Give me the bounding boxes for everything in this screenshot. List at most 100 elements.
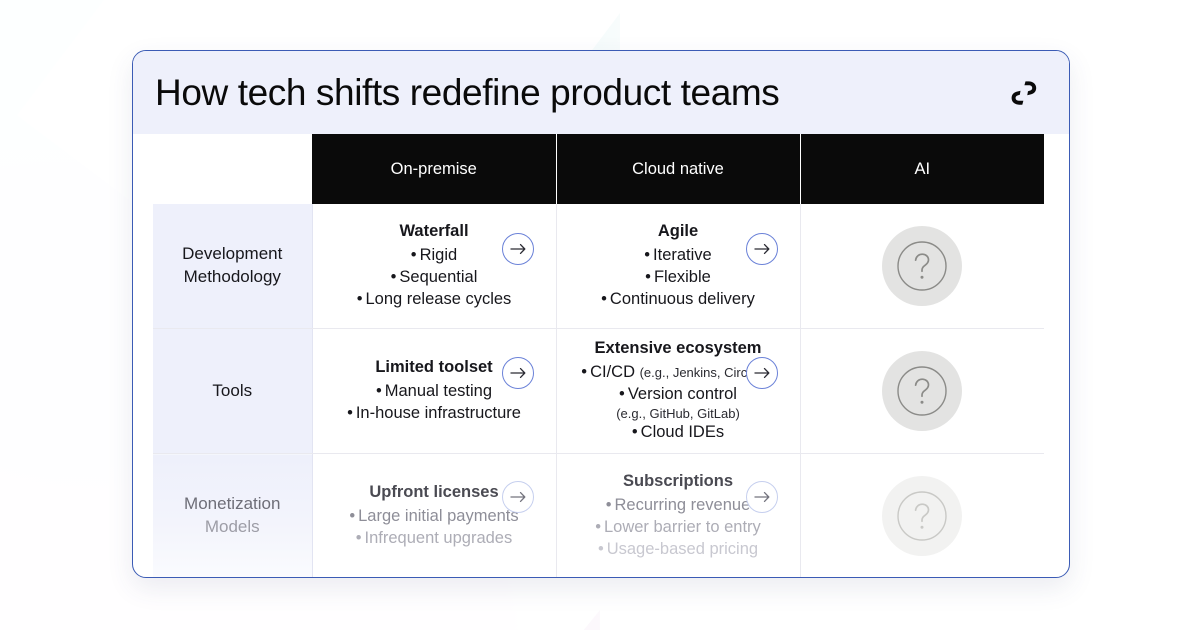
cell-cloud-native-tools: Extensive ecosystem •CI/CD (e.g., Jenkin… [556,328,801,454]
list-item-label: Continuous delivery [609,289,755,308]
cell-title: Waterfall [399,222,469,241]
list-item-label: Iterative [653,246,712,265]
list-item: •Sequential [327,267,542,289]
card-header: How tech shifts redefine product teams [133,51,1069,134]
cell-title: Upfront licenses [369,483,499,502]
row-label-line-2: Methodology [183,267,281,286]
list-item-note: (e.g., GitHub, GitLab) [616,406,740,422]
column-header-cloud-native: Cloud native [556,134,801,204]
arrow-right-icon-cloud-to-ai-row1[interactable] [746,233,778,265]
list-item: •Recurring revenue [571,495,786,517]
row-label-line-2: Models [204,517,260,536]
list-item: •Version control (e.g., GitHub, GitLab) [571,384,786,422]
cell-bullet-list: •Rigid •Sequential •Long release cycles [327,245,542,311]
row-label-tools: Tools [153,328,313,454]
row-label-line-1: Tools [212,380,253,400]
list-item-note: (e.g., Jenkins, CircleCI) [639,365,775,381]
table-head: On-premise Cloud native AI [153,134,1044,204]
list-item-label: Large initial payments [358,507,519,526]
cell-title: Extensive ecosystem [594,339,762,358]
cell-title: Limited toolset [375,358,493,377]
list-item-label: Usage-based pricing [606,539,759,558]
list-item-label: Cloud IDEs [640,422,725,441]
question-mark-circle-icon [882,226,963,306]
cell-ai-monetization-models [800,453,1044,577]
cell-on-premise-development-methodology: Waterfall •Rigid •Sequential •Long relea… [312,204,557,329]
bullet-dot-icon: • [390,268,397,286]
table-body: Development Methodology Waterfall •Rigid… [153,204,1044,577]
list-item-label: Long release cycles [365,289,512,308]
bullet-dot-icon: • [645,268,651,286]
list-item: •In-house infrastructure [327,403,542,425]
column-header-on-premise: On-premise [312,134,557,204]
bullet-dot-icon: • [631,422,638,441]
list-item-label: Flexible [653,268,711,286]
bullet-dot-icon: • [619,385,625,404]
bullet-dot-icon: • [597,539,604,558]
bullet-dot-icon: • [356,289,363,308]
arrow-right-icon-cloud-to-ai-row3[interactable] [746,481,778,513]
comparison-table-wrapper: On-premise Cloud native AI Development M… [133,134,1069,577]
column-header-ai: AI [800,134,1044,204]
page-title: How tech shifts redefine product teams [155,72,780,113]
row-label-monetization-models: Monetization Models [153,453,313,577]
bullet-dot-icon: • [355,528,362,547]
comparison-table: On-premise Cloud native AI Development M… [153,134,1044,577]
cell-cloud-native-development-methodology: Agile •Iterative •Flexible •Continuous d… [556,204,801,329]
bullet-dot-icon: • [644,246,651,265]
list-item: •Continuous delivery [571,289,786,311]
cell-title: Subscriptions [622,472,733,491]
list-item: •Rigid [327,245,542,267]
cell-bullet-list: •Manual testing •In-house infrastructure [327,381,542,425]
bullet-dot-icon: • [601,289,607,308]
cell-bullet-list: •Recurring revenue •Lower barrier to ent… [571,495,786,561]
bullet-dot-icon: • [581,363,588,382]
row-label-development-methodology: Development Methodology [153,204,313,329]
cell-bullet-list: •CI/CD (e.g., Jenkins, CircleCI) •Versio… [571,362,786,443]
cell-bullet-list: •Iterative •Flexible •Continuous deliver… [571,245,786,311]
row-label-line-1: Monetization [184,494,281,514]
bullet-dot-icon: • [375,382,382,401]
list-item: •CI/CD (e.g., Jenkins, CircleCI) [571,362,786,384]
list-item: •Infrequent upgrades [327,528,542,550]
list-item-label: Infrequent upgrades [364,528,513,547]
cell-bullet-list: •Large initial payments •Infrequent upgr… [327,506,542,550]
arrow-right-icon-cloud-to-ai-row2[interactable] [746,357,778,389]
list-item-label: Manual testing [384,382,493,401]
cell-ai-development-methodology [800,204,1044,329]
arrow-right-icon-onprem-to-cloud-row2[interactable] [502,357,534,389]
cell-ai-tools [800,328,1044,454]
bullet-dot-icon: • [410,246,417,265]
question-mark-circle-icon [882,476,963,556]
list-item: •Lower barrier to entry [571,517,786,539]
list-item: •Usage-based pricing [571,539,786,561]
cell-cloud-native-monetization-models: Subscriptions •Recurring revenue •Lower … [556,453,801,577]
list-item-label: CI/CD [590,363,635,382]
list-item-label: Version control [627,385,737,404]
row-label-line-1: Development [182,244,283,264]
list-item-label: In-house infrastructure [355,403,521,422]
bullet-dot-icon: • [605,496,612,515]
question-mark-circle-icon [882,351,963,431]
cell-on-premise-monetization-models: Upfront licenses •Large initial payments… [312,453,557,577]
comparison-card: How tech shifts redefine product teams O… [132,50,1070,578]
list-item-label: Lower barrier to entry [603,518,761,536]
bullet-dot-icon: • [349,507,356,526]
table-row: Development Methodology Waterfall •Rigid… [153,204,1044,329]
table-row: Monetization Models Upfront licenses •La… [153,453,1044,577]
list-item: •Large initial payments [327,506,542,528]
table-corner-cell [153,134,312,204]
list-item: •Cloud IDEs [571,422,786,444]
cell-title: Agile [657,222,699,241]
cell-on-premise-tools: Limited toolset •Manual testing •In-hous… [312,328,557,454]
list-item: •Flexible [571,267,786,289]
arrow-right-icon-onprem-to-cloud-row3[interactable] [502,481,534,513]
list-item: •Long release cycles [327,289,542,311]
list-item: •Iterative [571,245,786,267]
arrow-right-icon-onprem-to-cloud-row1[interactable] [502,233,534,265]
bullet-dot-icon: • [595,518,601,536]
list-item-label: Rigid [419,246,458,265]
list-item-label: Recurring revenue [614,496,751,515]
list-item-label: Sequential [399,268,478,286]
